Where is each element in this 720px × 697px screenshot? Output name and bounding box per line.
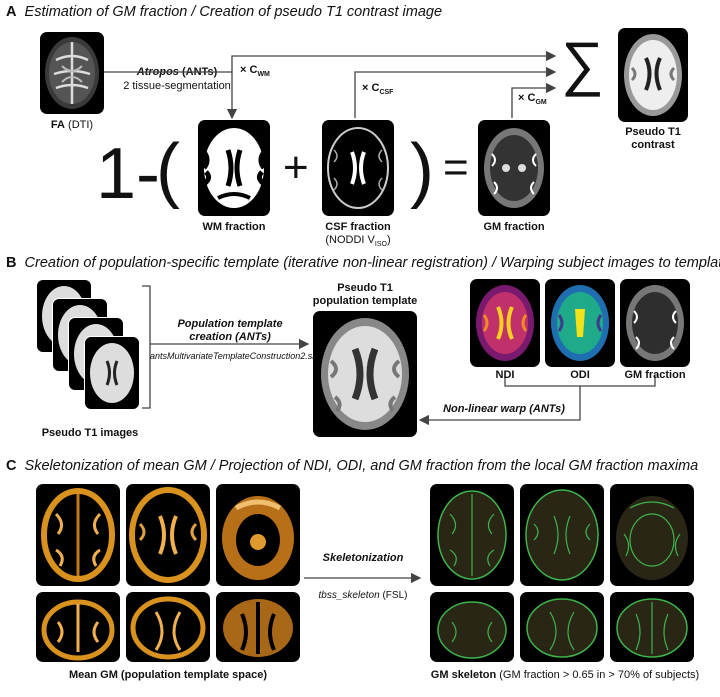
template-title-2: population template [312,295,418,307]
mean-gm-coronal-1 [36,592,120,662]
nonlinear-warp-label: Non-linear warp (ANTs) [443,403,565,415]
gm-skeleton-axial-3 [610,484,694,586]
pseudo-t1-brain-image [618,28,688,122]
skeletonization-arrow [304,572,422,584]
pseudo-t1-label-1: Pseudo T1 [625,126,681,138]
gm-fraction-image [478,120,550,216]
odi-image [545,279,615,367]
mean-gm-coronal-3 [216,592,300,662]
skeletonization-label: Skeletonization [322,552,404,564]
stack-image-4 [84,336,140,410]
csf-fraction-sublabel: (NODDI VISO) [325,234,391,249]
open-paren: ( [156,130,180,210]
template-title-1: Pseudo T1 [337,282,393,294]
wm-fraction-label: WM fraction [202,221,266,233]
ndi-image [470,279,540,367]
ndi-label: NDI [495,369,515,381]
plus-sign: + [283,143,309,192]
c-gm-label: × CGM [518,92,547,107]
fa-label: FA (DTI) [50,119,94,131]
mean-gm-coronal-2 [126,592,210,662]
gm-fraction-b-image [620,279,690,367]
section-b-title: B Creation of population-specific templa… [6,255,720,271]
c-csf-label: × CCSF [362,82,394,97]
gm-skeleton-coronal-2 [520,592,604,662]
section-c-title: C Skeletonization of mean GM / Projectio… [6,458,699,474]
fa-brain-image [40,32,104,114]
close-paren: ) [410,130,434,210]
sum-symbol: ∑ [561,30,604,97]
csf-fraction-image [322,120,394,216]
c-wm-label: × CWM [240,64,270,79]
pseudo-t1-label-2: contrast [631,139,675,151]
gm-skeleton-axial-1 [430,484,514,586]
one-minus: 1- [96,134,161,214]
template-creation-label-2: creation (ANTs) [189,331,271,343]
gm-skeleton-coronal-3 [610,592,694,662]
gm-fraction-b-label: GM fraction [624,369,686,381]
wm-fraction-image [198,120,270,216]
pseudo-t1-images-label: Pseudo T1 images [41,427,139,439]
section-a-arrows [104,50,557,120]
csf-fraction-label: CSF fraction [325,221,391,233]
mean-gm-axial-1 [36,484,120,586]
template-creation-label-1: Population template [177,318,283,330]
mean-gm-label: Mean GM (population template space) [68,669,268,681]
mean-gm-axial-3 [216,484,300,586]
section-a-title: A Estimation of GM fraction / Creation o… [6,4,443,20]
template-command: antsMultivariateTemplateConstruction2.sh [150,351,318,361]
segmentation-label: 2 tissue-segmentation [123,80,231,92]
gm-skeleton-label: GM skeleton (GM fraction > 0.65 in > 70%… [430,669,700,681]
mean-gm-axial-2 [126,484,210,586]
skeletonization-command: tbss_skeleton (FSL) [318,590,408,601]
gm-skeleton-axial-2 [520,484,604,586]
section-b-arrows [142,285,656,426]
odi-label: ODI [570,369,590,381]
equals-sign: = [443,143,469,192]
gm-fraction-label: GM fraction [483,221,545,233]
population-template-image [313,311,417,437]
gm-skeleton-coronal-1 [430,592,514,662]
